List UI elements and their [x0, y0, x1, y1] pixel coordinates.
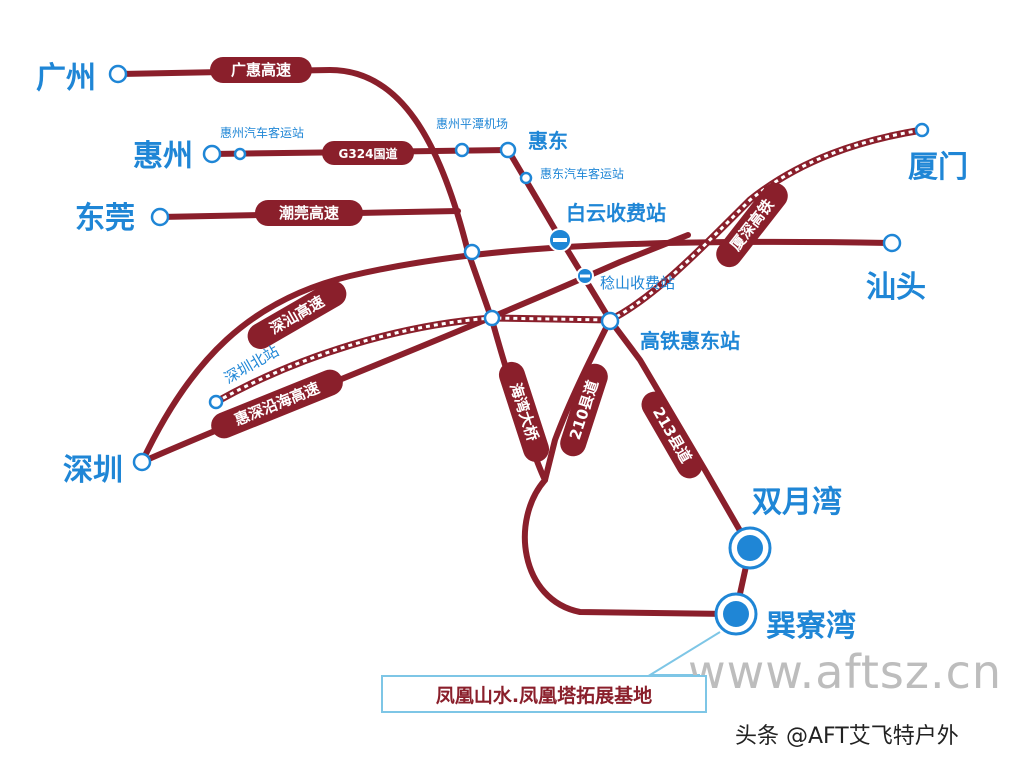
road-huishen-coastal — [139, 232, 691, 465]
node-airport — [454, 142, 470, 158]
node-shuangyue — [728, 526, 772, 570]
node-junction-b — [483, 309, 501, 327]
node-wenshan-toll — [576, 267, 594, 285]
node-xiamen — [914, 122, 930, 138]
node-huidong-bus — [519, 171, 533, 185]
label-shenzhen: 深圳 — [63, 453, 123, 488]
svg-text:潮莞高速: 潮莞高速 — [279, 204, 339, 222]
pill-chaoguan: 潮莞高速 — [255, 200, 363, 226]
rail-xiashen — [212, 126, 926, 406]
label-guangzhou: 广州 — [36, 61, 96, 96]
label-xiamen: 厦门 — [908, 150, 968, 185]
callout-box: 凤凰山水.凤凰塔拓展基地 — [381, 675, 707, 713]
node-junction-a — [463, 243, 481, 261]
svg-text:G324国道: G324国道 — [339, 146, 398, 161]
label-huizhou: 惠州 — [133, 139, 193, 174]
svg-text:广惠高速: 广惠高速 — [231, 61, 291, 79]
pill-bay-bridge: 海湾大桥 — [498, 361, 550, 463]
node-xunliao — [714, 592, 758, 636]
label-hsr-huidong: 高铁惠东站 — [640, 329, 740, 353]
node-dongguan — [150, 207, 170, 227]
label-shantou: 汕头 — [866, 270, 926, 305]
node-shenzhen — [132, 452, 152, 472]
credit-text: 头条 @AFT艾飞特户外 — [735, 724, 959, 749]
pill-guanghui: 广惠高速 — [210, 57, 312, 83]
node-shenzhen-north — [208, 394, 224, 410]
label-wenshan-toll: 稔山收费站 — [600, 274, 675, 292]
node-huizhou — [202, 144, 222, 164]
watermark-url: www.aftsz.cn — [688, 645, 1003, 699]
node-shantou — [882, 233, 902, 253]
label-dongguan: 东莞 — [75, 201, 135, 236]
label-huidong: 惠东 — [528, 129, 568, 153]
road-shenshan — [139, 238, 895, 465]
label-huizhou-bus: 惠州汽车客运站 — [220, 125, 304, 140]
node-huizhou-bus — [233, 147, 247, 161]
node-huidong — [499, 141, 517, 159]
label-airport: 惠州平潭机场 — [436, 117, 508, 131]
node-baiyun-toll — [548, 228, 572, 252]
label-xunliao: 巽寮湾 — [766, 609, 856, 644]
road-210 — [542, 317, 613, 483]
pill-213: 213县道 — [641, 391, 703, 479]
pill-g324: G324国道 — [322, 141, 414, 165]
label-baiyun-toll: 白云收费站 — [566, 201, 666, 225]
label-huidong-bus: 惠东汽车客运站 — [540, 166, 624, 181]
node-guangzhou — [108, 64, 128, 84]
label-shuangyue: 双月湾 — [752, 485, 842, 520]
node-hsr-huidong — [600, 311, 620, 331]
